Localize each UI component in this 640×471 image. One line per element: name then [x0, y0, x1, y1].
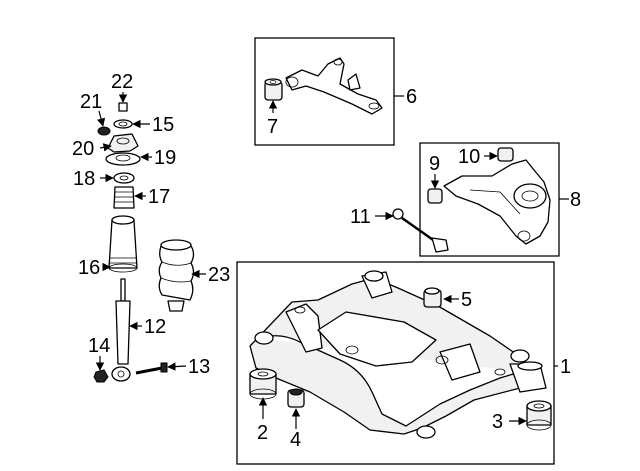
- part-19-spring-seat: [105, 152, 141, 166]
- part-4-bushing: [287, 388, 305, 408]
- callout-22: 22: [111, 71, 133, 93]
- part-21-nut: [97, 126, 111, 136]
- callout-14: 14: [88, 335, 110, 357]
- part-13-bolt: [135, 362, 168, 375]
- part-17-bump-stop: [113, 186, 135, 209]
- callout-2: 2: [257, 422, 268, 444]
- part-18-bearing: [113, 172, 135, 184]
- box-upper-control-arm: [254, 37, 395, 146]
- part-11-stabilizer-link: [392, 208, 449, 253]
- callout-18: 18: [73, 168, 95, 190]
- part-3-bushing: [526, 400, 552, 431]
- part-23-air-spring: [158, 239, 195, 312]
- part-8-lower-control-arm: [443, 159, 551, 245]
- callout-5: 5: [461, 289, 472, 311]
- callout-8: 8: [570, 189, 581, 211]
- part-9-bushing: [427, 188, 443, 204]
- callout-12: 12: [144, 316, 166, 338]
- callout-20: 20: [72, 138, 94, 160]
- part-1-subframe: [249, 270, 547, 439]
- callout-10: 10: [458, 146, 480, 168]
- callout-9: 9: [429, 153, 440, 175]
- part-10-bushing: [497, 147, 514, 162]
- callout-17: 17: [148, 186, 170, 208]
- callout-1: 1: [560, 356, 571, 378]
- callout-6: 6: [406, 86, 417, 108]
- callout-21: 21: [80, 91, 102, 113]
- part-20-upper-mount: [107, 133, 139, 153]
- part-7-bushing: [264, 78, 283, 101]
- part-14-nut: [93, 369, 109, 383]
- box-subframe: [236, 261, 555, 465]
- callout-16: 16: [78, 257, 100, 279]
- part-12-shock-absorber: [111, 278, 131, 382]
- leader-lines: [95, 92, 569, 429]
- callout-13: 13: [188, 356, 210, 378]
- part-2-bushing: [249, 368, 277, 400]
- callout-23: 23: [208, 264, 230, 286]
- part-6-upper-control-arm: [285, 57, 383, 115]
- part-5-bushing: [423, 287, 442, 308]
- callout-11: 11: [350, 206, 371, 228]
- part-22-nut: [118, 102, 128, 112]
- callout-7: 7: [267, 116, 278, 138]
- callout-19: 19: [154, 147, 176, 169]
- callout-3: 3: [492, 411, 503, 433]
- box-lower-control-arm: [419, 142, 560, 257]
- callout-15: 15: [152, 114, 174, 136]
- part-16-dust-boot: [108, 215, 138, 273]
- callout-4: 4: [290, 429, 301, 451]
- part-15-washer: [113, 119, 133, 129]
